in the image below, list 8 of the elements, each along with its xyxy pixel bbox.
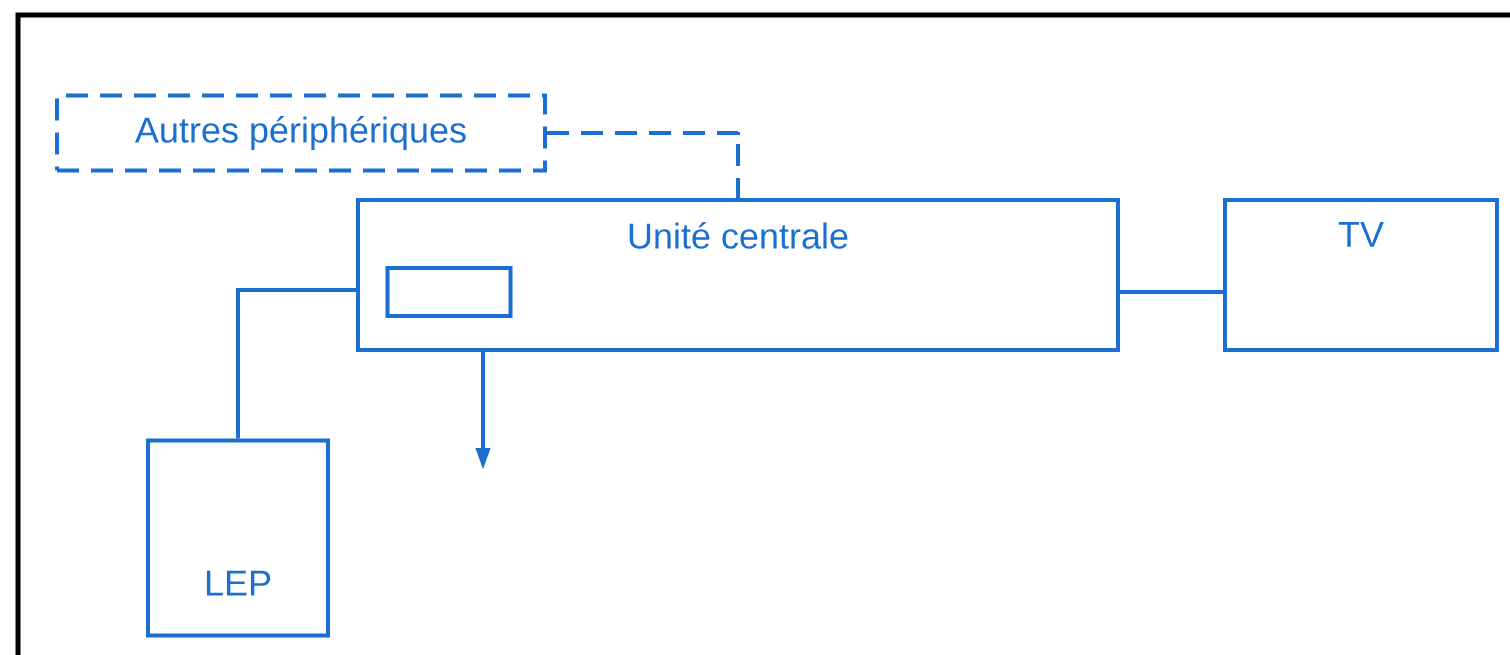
- reader-box: LEP: [146, 438, 330, 638]
- connector: [236, 288, 356, 439]
- connector: [547, 130, 740, 200]
- tv-box: TV: [1223, 198, 1499, 352]
- connector: [1120, 290, 1223, 294]
- dashed-box: Autres périphériques: [55, 93, 547, 173]
- slot-box: [385, 266, 513, 318]
- unit-box: Unité centrale: [356, 198, 1120, 352]
